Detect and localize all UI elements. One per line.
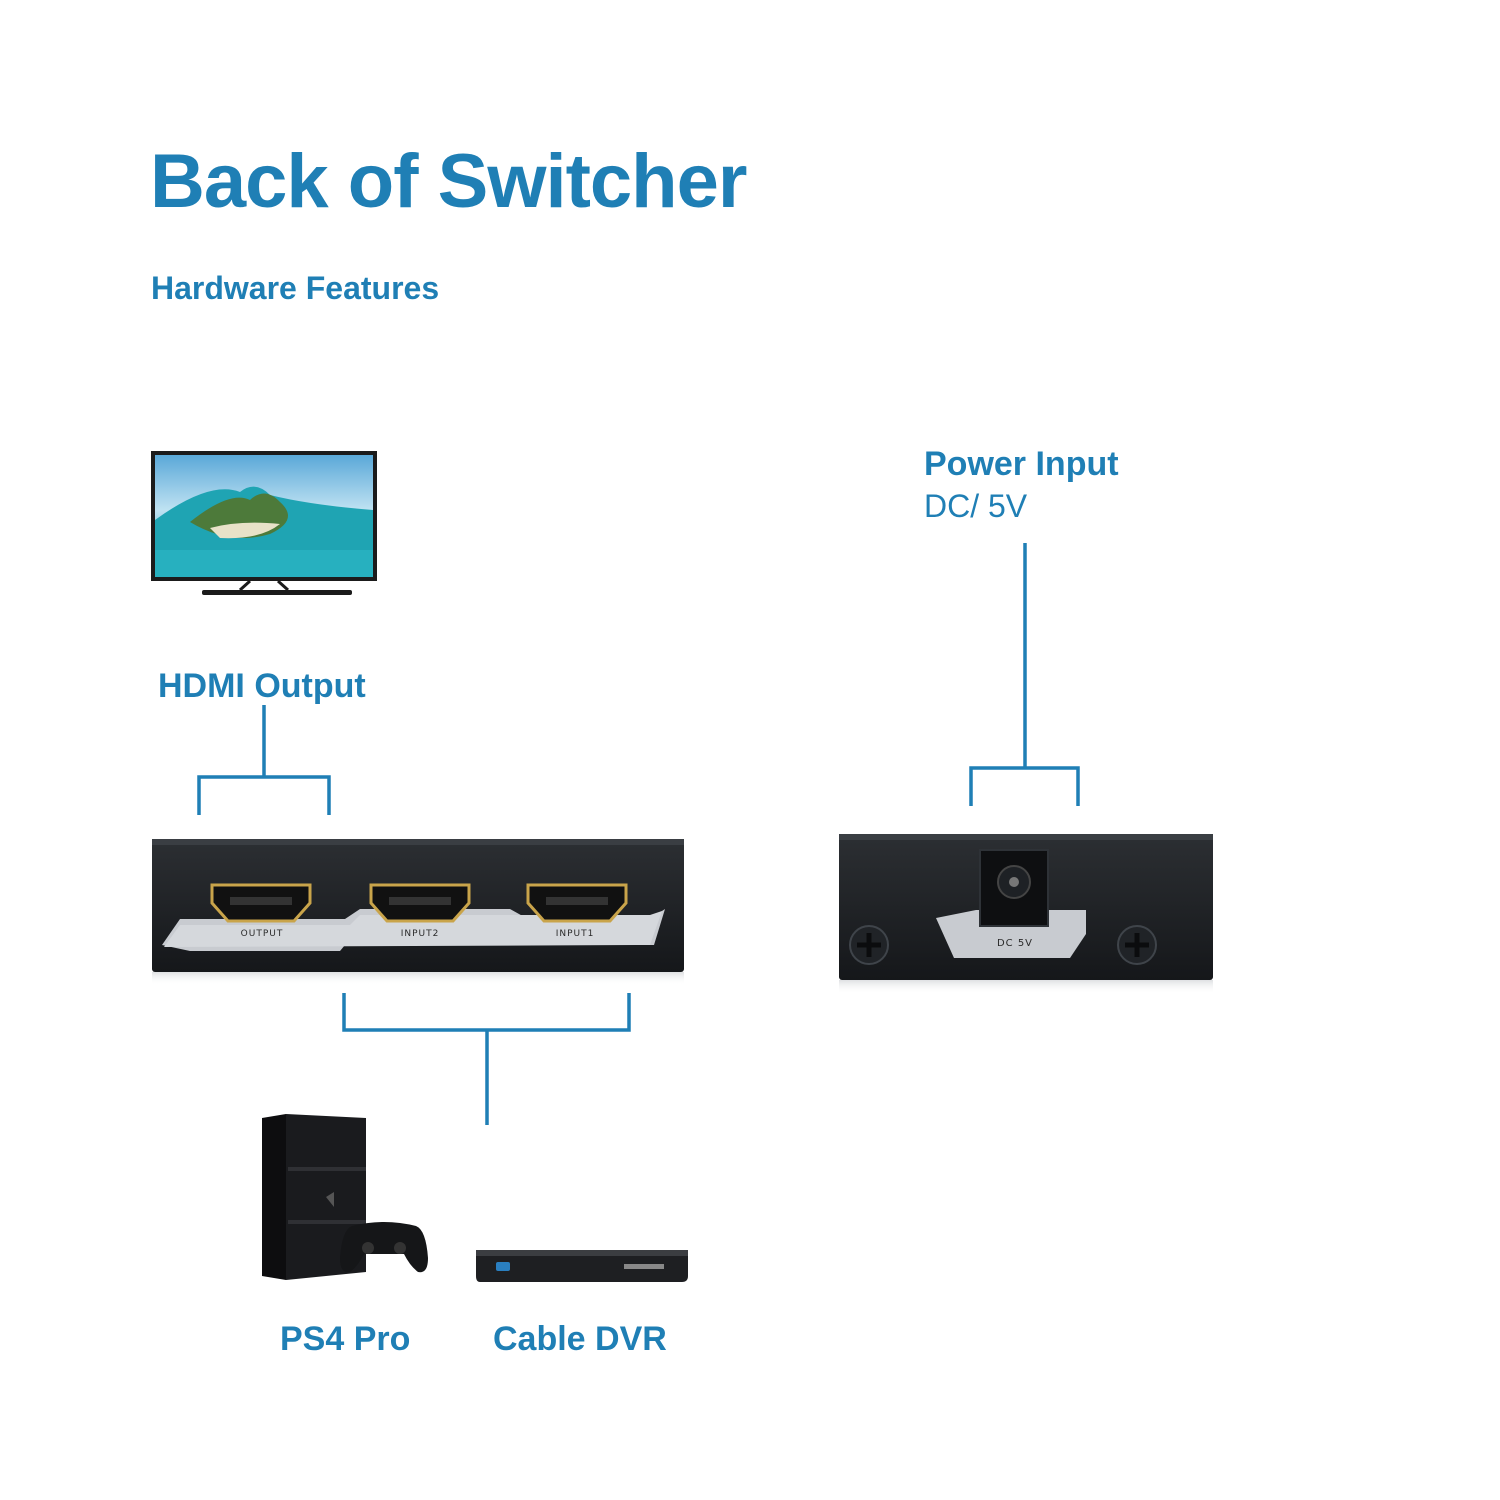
- power-spec-label: DC/ 5V: [924, 488, 1028, 524]
- hdmi-port-icon: [210, 883, 312, 923]
- page-subtitle: Hardware Features: [151, 270, 440, 306]
- controller-icon: [340, 1222, 428, 1273]
- hdmi-port-icon: [369, 883, 471, 923]
- port-label-input1: INPUT1: [555, 929, 595, 939]
- port-label-output: OUTPUT: [240, 929, 284, 939]
- screw-icon: [1117, 925, 1157, 965]
- port-label-input2: INPUT2: [400, 929, 440, 939]
- cable-dvr-icon: [476, 1250, 688, 1282]
- screw-icon: [849, 925, 889, 965]
- hdmi-port-icon: [526, 883, 628, 923]
- ps4-pro-label: PS4 Pro: [280, 1320, 411, 1358]
- page-title: Back of Switcher: [150, 139, 747, 224]
- power-input-label: Power Input: [924, 445, 1119, 483]
- dc-port-label: DC 5V: [996, 938, 1034, 949]
- hdmi-output-label: HDMI Output: [158, 667, 366, 705]
- tv-icon: [151, 451, 377, 595]
- dc-jack-icon: [979, 849, 1049, 927]
- cable-dvr-label: Cable DVR: [493, 1320, 667, 1358]
